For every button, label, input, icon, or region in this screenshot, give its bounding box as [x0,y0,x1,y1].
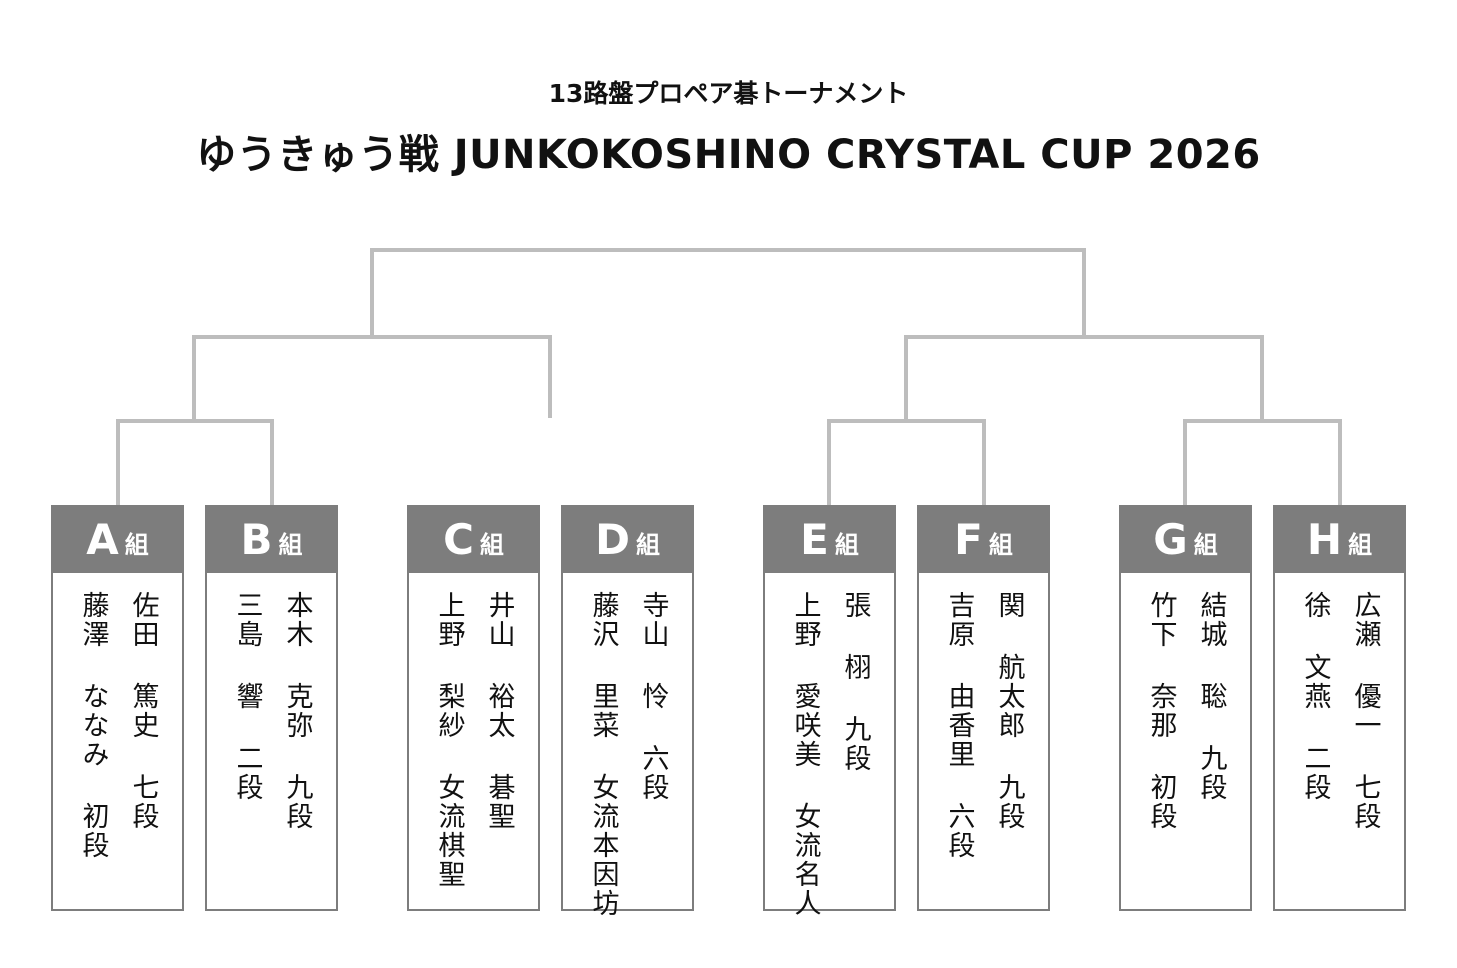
bracket-line-ab [116,419,274,505]
bracket-line-right-semi [904,335,1264,421]
group-suffix: 組 [635,531,660,559]
group-box-e: E 組 張 栩 九段 上野 愛咲美 女流名人 [763,505,896,918]
group-box-a: A 組 佐田 篤史 七段 藤澤 ななみ 初段 [51,505,184,911]
player-name: 井山 裕太 碁聖 [483,591,515,831]
group-box-g: G 組 結城 聡 九段 竹下 奈那 初段 [1119,505,1252,911]
group-header: E 組 [765,507,894,573]
player-pair: 本木 克弥 九段 三島 響 二段 [207,573,336,831]
bracket-line-left-semi [192,335,552,421]
group-header: G 組 [1121,507,1250,573]
player-pair: 広瀬 優一 七段 徐 文燕 二段 [1275,573,1404,831]
player-name: 上野 梨紗 女流棋聖 [433,591,465,889]
bracket-line-final [370,248,1086,337]
player-name: 竹下 奈那 初段 [1145,591,1177,831]
group-suffix: 組 [834,531,859,559]
tournament-subtitle: 13路盤プロペア碁トーナメント [548,79,909,108]
player-name: 藤澤 ななみ 初段 [77,591,109,860]
player-name: 徐 文燕 二段 [1299,591,1331,802]
group-header: A 組 [53,507,182,573]
group-letter: G [1153,515,1188,564]
group-box-c: C 組 井山 裕太 碁聖 上野 梨紗 女流棋聖 [407,505,540,911]
group-box-b: B 組 本木 克弥 九段 三島 響 二段 [205,505,338,911]
group-box-h: H 組 広瀬 優一 七段 徐 文燕 二段 [1273,505,1406,911]
group-box-d: D 組 寺山 怜 六段 藤沢 里菜 女流本因坊 [561,505,694,918]
player-name: 藤沢 里菜 女流本因坊 [587,591,619,918]
player-pair: 寺山 怜 六段 藤沢 里菜 女流本因坊 [563,573,692,918]
player-name: 広瀬 優一 七段 [1349,591,1381,831]
player-pair: 佐田 篤史 七段 藤澤 ななみ 初段 [53,573,182,860]
player-name: 結城 聡 九段 [1195,591,1227,802]
group-letter: B [240,515,273,564]
player-name: 本木 克弥 九段 [281,591,313,831]
player-name: 吉原 由香里 六段 [943,591,975,860]
group-box-f: F 組 関 航太郎 九段 吉原 由香里 六段 [917,505,1050,911]
player-pair: 井山 裕太 碁聖 上野 梨紗 女流棋聖 [409,573,538,889]
bracket-line-gh [1183,419,1342,505]
group-letter: H [1306,515,1343,564]
player-name: 寺山 怜 六段 [637,591,669,802]
group-letter: E [800,515,829,564]
group-suffix: 組 [988,531,1013,559]
group-header: F 組 [919,507,1048,573]
group-header: C 組 [409,507,538,573]
group-letter: C [443,515,474,564]
group-header: H 組 [1275,507,1404,573]
group-letter: A [86,515,119,564]
player-name: 張 栩 九段 [839,591,871,773]
player-name: 佐田 篤史 七段 [127,591,159,831]
player-name: 上野 愛咲美 女流名人 [789,591,821,918]
player-name: 三島 響 二段 [231,591,263,802]
group-suffix: 組 [1348,531,1373,559]
group-suffix: 組 [479,531,504,559]
player-pair: 張 栩 九段 上野 愛咲美 女流名人 [765,573,894,918]
player-pair: 結城 聡 九段 竹下 奈那 初段 [1121,573,1250,831]
bracket-line-ef [827,419,986,505]
group-suffix: 組 [278,531,303,559]
group-header: D 組 [563,507,692,573]
group-header: B 組 [207,507,336,573]
tournament-title: ゆうきゅう戦 JUNKOKOSHINO CRYSTAL CUP 2026 [196,132,1261,178]
player-pair: 関 航太郎 九段 吉原 由香里 六段 [919,573,1048,860]
group-suffix: 組 [124,531,149,559]
group-letter: D [595,515,630,564]
group-letter: F [954,515,983,564]
player-name: 関 航太郎 九段 [993,591,1025,831]
group-suffix: 組 [1193,531,1218,559]
